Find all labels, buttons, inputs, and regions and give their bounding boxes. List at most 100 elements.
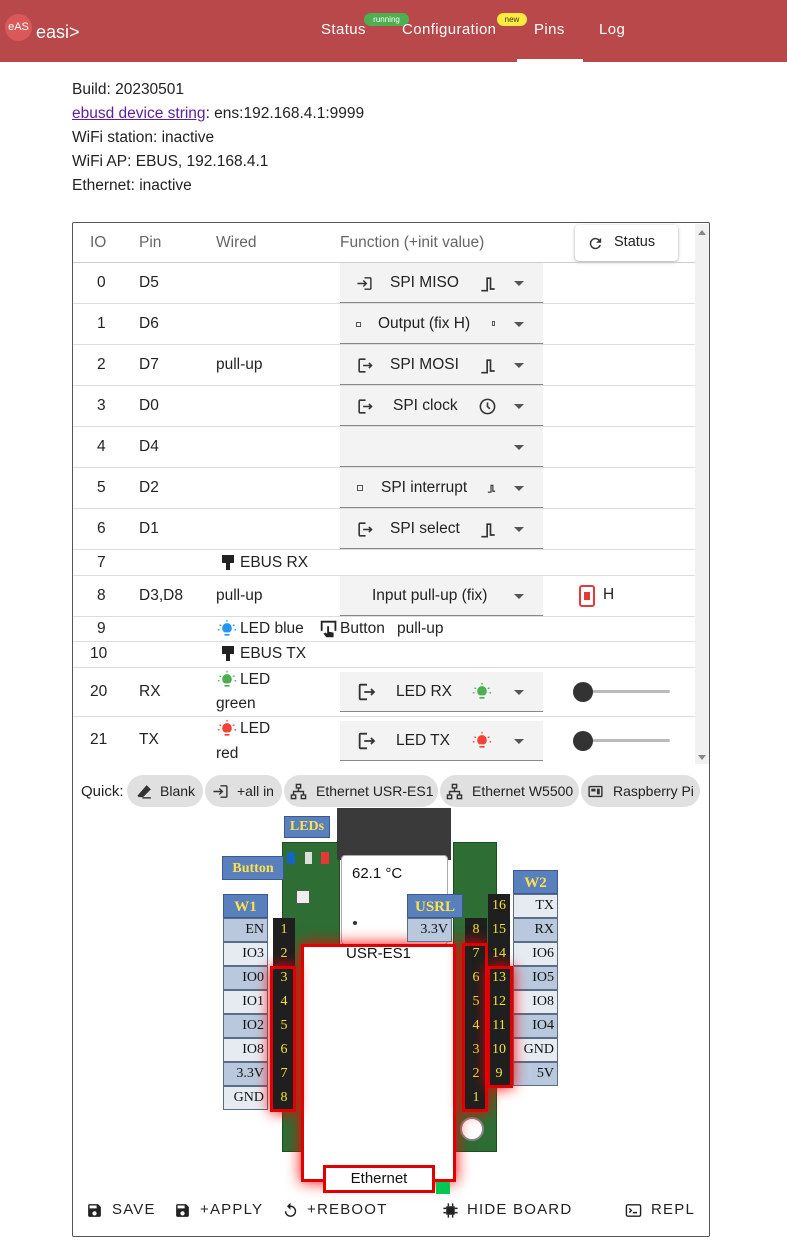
ethernet-info: Ethernet: inactive: [72, 177, 192, 194]
wired-cell: pull-up: [216, 587, 263, 604]
io-cell: 10: [90, 645, 108, 662]
table-row: 2 D7 pull-up: [73, 345, 695, 386]
chevron-down-icon: [514, 690, 524, 695]
usrl-pin-number[interactable]: 1: [465, 1086, 487, 1110]
w2-pin-label: RX: [513, 918, 558, 942]
nav-status[interactable]: Status: [321, 21, 366, 38]
led-tx-slider-thumb[interactable]: [573, 731, 593, 751]
w2-pin-label: GND: [513, 1038, 558, 1062]
network-icon: [290, 783, 307, 800]
function-select-io8[interactable]: Input pull-up (fix): [340, 576, 543, 616]
usrl-pin-number[interactable]: 5: [465, 990, 487, 1014]
button-component[interactable]: [296, 890, 310, 904]
io-cell: 0: [97, 274, 106, 291]
function-label: LED TX: [396, 732, 450, 749]
quick-chip-blank[interactable]: Blank: [127, 775, 203, 807]
output-arrow-icon: [358, 358, 373, 373]
chevron-down-icon: [514, 594, 524, 599]
w2-pin-number[interactable]: 10: [488, 1038, 510, 1062]
w2-pin-number[interactable]: 11: [488, 1014, 510, 1038]
w1-pin-number[interactable]: 6: [273, 1038, 295, 1062]
w2-pin-number[interactable]: 12: [488, 990, 510, 1014]
leds-label: LEDs: [284, 816, 330, 838]
led-tx-slider-track[interactable]: [583, 739, 670, 742]
io-cell: 2: [97, 356, 106, 373]
usrl-pin-number[interactable]: 7: [465, 942, 487, 966]
w1-pin-label: IO2: [223, 1014, 268, 1038]
io-cell: 20: [90, 683, 108, 700]
pin-cell: RX: [139, 683, 161, 700]
app-title: easi>: [36, 22, 80, 42]
function-select-io0[interactable]: SPI MISO: [340, 263, 543, 303]
developer-board-icon: [588, 785, 603, 798]
usrl-pin-number[interactable]: 8: [465, 918, 487, 942]
w2-pin-number[interactable]: 13: [488, 966, 510, 990]
quick-chip-ethernet-w5500[interactable]: Ethernet W5500: [440, 775, 579, 807]
io-cell: 7: [97, 554, 106, 571]
function-select-io3[interactable]: SPI clock: [340, 386, 543, 426]
repl-button[interactable]: REPL: [651, 1201, 695, 1218]
w1-pin-number[interactable]: 2: [273, 942, 295, 966]
function-select-io5[interactable]: SPI interrupt: [340, 468, 543, 508]
led-blue-component: [287, 852, 295, 864]
w1-pin-number[interactable]: 1: [273, 918, 295, 942]
ebusd-device-string-link[interactable]: ebusd device string: [72, 105, 206, 122]
w2-pin-number[interactable]: 16: [488, 894, 510, 918]
w2-pin-number[interactable]: 9: [488, 1062, 510, 1086]
save-button[interactable]: SAVE: [112, 1201, 156, 1218]
function-label: SPI interrupt: [381, 479, 468, 496]
w1-pin-number[interactable]: 5: [273, 1014, 295, 1038]
pin-cell: D1: [139, 520, 159, 537]
io-cell: 6: [97, 520, 106, 537]
pin-cell: D0: [139, 397, 159, 414]
led-green-component: [305, 852, 312, 864]
nav-log[interactable]: Log: [599, 21, 626, 38]
w2-pin-number[interactable]: 15: [488, 918, 510, 942]
reboot-button[interactable]: +REBOOT: [307, 1201, 388, 1218]
w1-highlight: [270, 966, 296, 1112]
function-select-io4[interactable]: [340, 427, 543, 467]
wired-cell: LED: [240, 720, 271, 737]
function-select-io20[interactable]: LED RX: [340, 672, 543, 712]
w1-pin-number[interactable]: 4: [273, 990, 295, 1014]
usrl-pin-number[interactable]: 6: [465, 966, 487, 990]
ebusd-device-string-value: : ens:192.168.4.1:9999: [205, 105, 365, 122]
chevron-down-icon: [514, 486, 524, 491]
w1-pin-number[interactable]: 8: [273, 1086, 295, 1110]
terminal-icon: [625, 1204, 642, 1217]
hide-board-button[interactable]: HIDE BOARD: [467, 1201, 573, 1218]
w1-pin-number[interactable]: 7: [273, 1062, 295, 1086]
status-button[interactable]: Status: [575, 225, 678, 261]
function-select-io6[interactable]: SPI select: [340, 509, 543, 549]
nav-pins[interactable]: Pins: [534, 21, 565, 38]
function-select-io1[interactable]: Output (fix H): [340, 304, 543, 344]
usrl-pin-number[interactable]: 2: [465, 1062, 487, 1086]
input-icon: [213, 785, 228, 798]
quick-chip-ethernet-usr-es1[interactable]: Ethernet USR-ES1: [284, 775, 438, 807]
col-header-pin: Pin: [139, 234, 162, 251]
apply-button[interactable]: +APPLY: [200, 1201, 264, 1218]
usr-es1-module[interactable]: [301, 944, 456, 1182]
quick-label: Quick:: [81, 783, 124, 800]
nav-configuration[interactable]: Configuration: [402, 21, 497, 38]
w2-pin-number[interactable]: 14: [488, 942, 510, 966]
usrl-pin-number[interactable]: 3: [465, 1038, 487, 1062]
quick-chip-raspberry-pi[interactable]: Raspberry Pi: [581, 775, 700, 807]
function-label: Input pull-up (fix): [372, 587, 488, 604]
chevron-down-icon: [514, 739, 524, 744]
usrl-pin-number[interactable]: 4: [465, 1014, 487, 1038]
wired-cell: EBUS RX: [240, 554, 309, 571]
chevron-down-icon: [514, 445, 524, 450]
table-scrollbar[interactable]: [695, 224, 709, 764]
usrl-header-title: USRL: [407, 894, 463, 918]
w1-pin-number[interactable]: 3: [273, 966, 295, 990]
io-cell: 4: [97, 438, 106, 455]
led-rx-slider-track[interactable]: [583, 690, 670, 693]
level-high-icon: [492, 321, 495, 326]
led-rx-slider-thumb[interactable]: [573, 682, 593, 702]
function-select-io2[interactable]: SPI MOSI: [340, 345, 543, 385]
save-icon: [88, 1204, 101, 1217]
function-select-io21[interactable]: LED TX: [340, 721, 543, 761]
square-wave-icon: [481, 277, 495, 292]
quick-chip-all-in[interactable]: +all in: [205, 775, 282, 807]
